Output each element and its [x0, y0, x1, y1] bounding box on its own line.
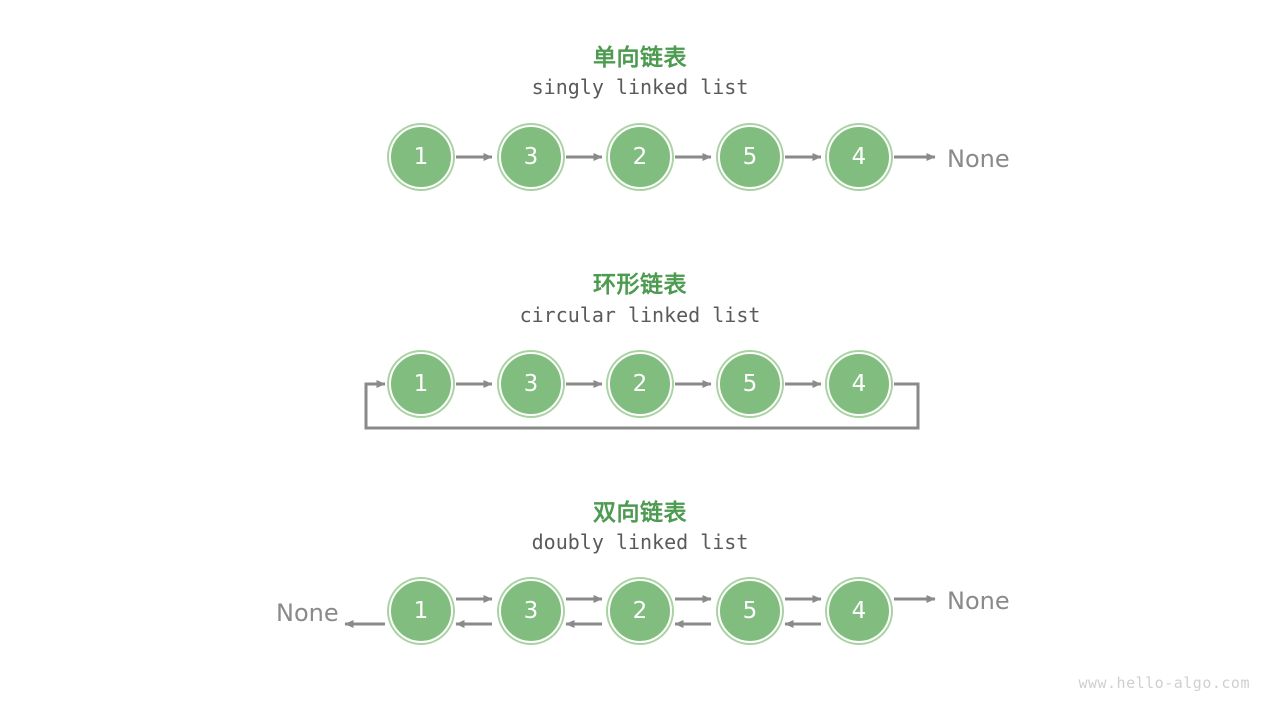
doubly-list-title: 双向链表	[593, 500, 687, 526]
circular-list-subtitle: circular linked list	[519, 303, 761, 327]
list-node[interactable]: 2	[608, 352, 672, 416]
list-node[interactable]: 5	[718, 579, 782, 643]
list-node[interactable]: 1	[389, 352, 453, 416]
doubly-tail-none-label: None	[947, 587, 1010, 615]
list-node[interactable]: 1	[389, 579, 453, 643]
site-watermark: www.hello-algo.com	[1078, 674, 1250, 692]
doubly-head-none-label: None	[276, 599, 339, 627]
list-node[interactable]: 5	[718, 125, 782, 189]
list-node[interactable]: 2	[608, 125, 672, 189]
doubly-list-subtitle: doubly linked list	[531, 530, 749, 554]
circular-list-title: 环形链表	[593, 272, 687, 298]
singly-list-title: 单向链表	[593, 45, 687, 71]
list-node[interactable]: 4	[827, 352, 891, 416]
list-node[interactable]: 3	[499, 125, 563, 189]
list-node[interactable]: 3	[499, 579, 563, 643]
list-node[interactable]: 2	[608, 579, 672, 643]
list-node[interactable]: 1	[389, 125, 453, 189]
list-node[interactable]: 3	[499, 352, 563, 416]
singly-tail-none-label: None	[947, 145, 1010, 173]
list-node[interactable]: 4	[827, 125, 891, 189]
list-node[interactable]: 4	[827, 579, 891, 643]
list-node[interactable]: 5	[718, 352, 782, 416]
singly-list-subtitle: singly linked list	[531, 75, 749, 99]
